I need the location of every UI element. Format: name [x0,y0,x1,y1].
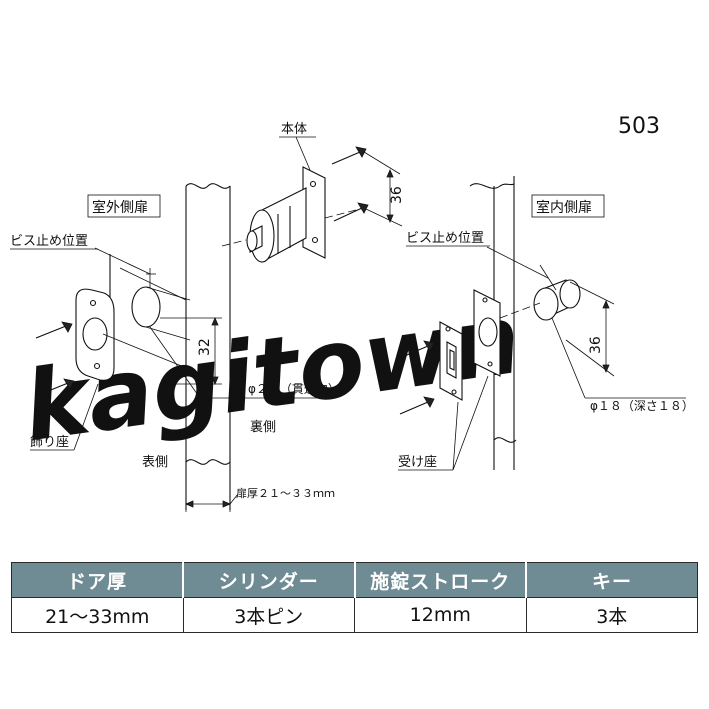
header-cylinder: シリンダー [182,562,355,598]
through-hole-label: φ２０（貫通穴） [248,381,340,396]
back-side-label: 裏側 [250,420,276,435]
outside-door-section: 扉厚２１～３３ｍｍ [30,183,335,512]
screw-position-label-right: ビス止め位置 [406,231,484,246]
door-thickness-label: 扉厚２１～３３ｍｍ [236,487,335,500]
screw-body-top [331,146,367,165]
bore-depth-label: φ１８（深さ１８） [590,399,694,413]
spec-table-header-row: ドア厚 シリンダー 施錠ストローク キー [11,562,698,598]
screw-body-bottom [333,202,369,222]
front-side-label: 表側 [142,455,168,470]
screw-position-label-left: ビス止め位置 [10,234,88,249]
escutcheon-label: 飾り座 [30,435,69,450]
screw-left-top [35,321,73,339]
model-number: 503 [618,114,660,139]
screw-left-bottom [35,378,75,397]
cell-door-thickness: 21～33mm [11,597,184,633]
header-door-thickness: ドア厚 [11,562,184,598]
header-lock-stroke: 施錠ストローク [353,562,527,598]
dim-36-right: 36 [588,336,604,354]
strike-label: 受け座 [398,455,437,470]
dim-36-body: 36 [389,186,405,204]
cell-lock-stroke: 12mm [354,597,527,633]
cell-keys: 3本 [525,597,698,633]
latch-body-assembly: 36 [221,136,405,263]
screw-right-bottom [399,396,435,415]
outside-door-label: 室外側扉 [92,199,148,216]
latch-body-label: 本体 [281,122,307,137]
header-keys: キー [525,562,698,598]
strike-plate [439,321,463,401]
cell-cylinder: 3本ピン [182,597,355,633]
inside-door-section: 36 [398,176,686,471]
escutcheon-plate [75,288,115,381]
inside-door-label: 室内側扉 [536,199,592,216]
spec-table: ドア厚 シリンダー 施錠ストローク キー 21～33mm 3本ピン 12mm 3… [11,562,698,633]
dim-32: 32 [197,338,213,356]
table-row: 21～33mm 3本ピン 12mm 3本 [11,597,698,633]
screw-right-top [399,340,435,359]
